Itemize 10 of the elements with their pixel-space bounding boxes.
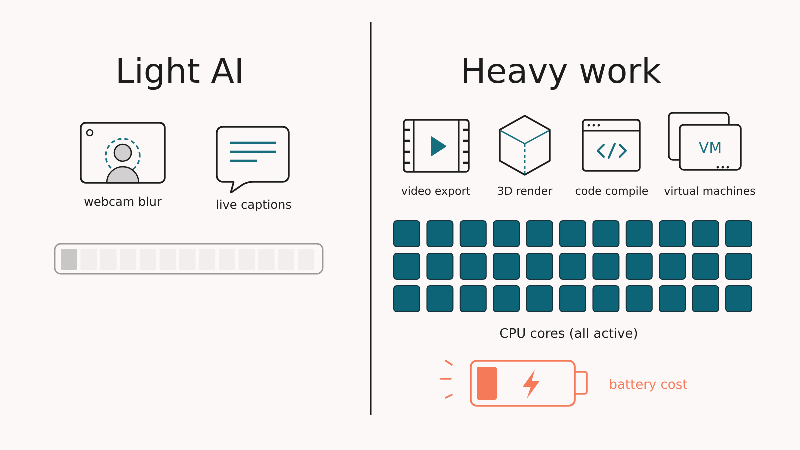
node-label: code compile [576, 186, 648, 198]
node-label: 3D render [498, 186, 553, 196]
node-label: battery cost [610, 379, 688, 392]
heading: Light AI [118, 57, 242, 90]
node-label: video export [402, 186, 470, 198]
node-label: webcam blur [84, 196, 162, 206]
caption: CPU cores (all active) [500, 328, 638, 340]
node-label: live captions [217, 200, 292, 212]
node-label: virtual machines [664, 186, 756, 196]
heading: Heavy work [464, 57, 662, 90]
